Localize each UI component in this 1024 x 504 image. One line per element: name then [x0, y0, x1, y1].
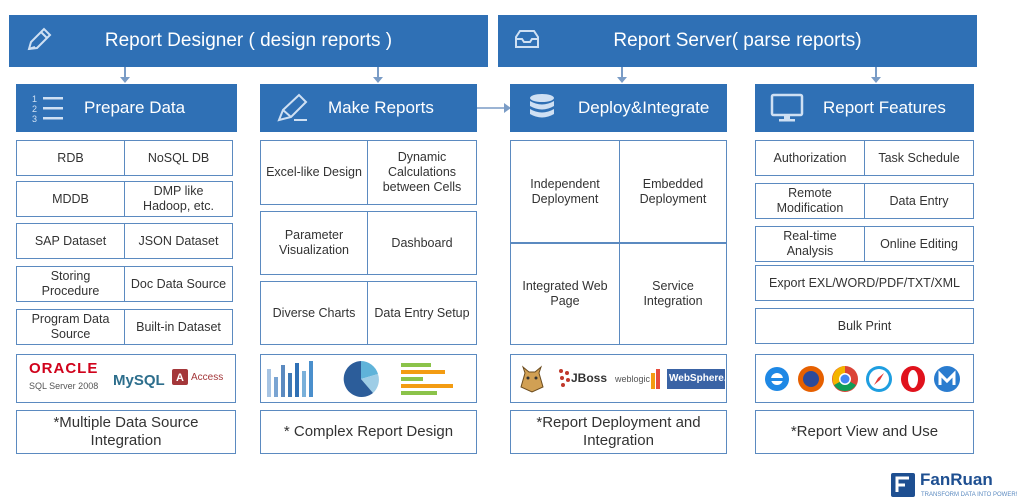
svg-text:1: 1 [32, 94, 37, 104]
cell-authorization: Authorization [755, 140, 865, 176]
cell-online-editing: Online Editing [864, 226, 974, 262]
cell-service-integration: Service Integration [619, 243, 727, 345]
database-icon [530, 94, 554, 118]
report-features-title: Report Features [823, 98, 946, 117]
data-source-logos: ORACLE SQL Server 2008 MySQL A Access [16, 354, 236, 403]
caption-complex-report-design: * Complex Report Design [260, 410, 477, 454]
cell-data-entry-setup: Data Entry Setup [367, 281, 477, 345]
websphere-badge [667, 369, 725, 389]
jboss-logo: JBoss [571, 371, 608, 385]
sql-server-logo: SQL Server 2008 [29, 381, 99, 391]
arrow-make-to-deploy [475, 103, 511, 113]
cell-dmp-hadoop: DMP like Hadoop, etc. [124, 181, 233, 217]
cell-bulk-print: Bulk Print [755, 308, 974, 344]
app-server-logos: JBoss weblogic WebSphere. [510, 354, 727, 403]
cell-storing-procedure: Storing Procedure [16, 266, 125, 302]
svg-text:A: A [176, 372, 184, 384]
arrow-to-prepare [120, 67, 130, 83]
report-designer-banner: Report Designer ( design reports ) [9, 15, 488, 67]
safari-icon [866, 366, 892, 392]
cell-json-dataset: JSON Dataset [124, 223, 233, 259]
browser-logos [755, 354, 974, 403]
websphere-logo: WebSphere. [669, 373, 727, 384]
inbox-tray-icon [515, 30, 539, 48]
report-designer-title: Report Designer ( design reports ) [104, 30, 393, 51]
brand-name: FanRuan [920, 470, 993, 489]
arrow-to-features [871, 67, 881, 83]
chrome-icon [832, 366, 858, 392]
arrow-to-make [373, 67, 383, 83]
opera-icon [901, 366, 925, 392]
jboss-dots-icon [559, 369, 570, 387]
cell-export-formats: Export EXL/WORD/PDF/TXT/XML [755, 265, 974, 301]
cell-diverse-charts: Diverse Charts [260, 281, 368, 345]
cell-task-schedule: Task Schedule [864, 140, 974, 176]
cell-integrated-web-page: Integrated Web Page [510, 243, 620, 345]
deploy-integrate-header: Deploy&Integrate [510, 84, 727, 132]
cell-built-in-dataset: Built-in Dataset [124, 309, 233, 345]
weblogic-bars-icon [651, 369, 660, 389]
cell-embedded-deployment: Embedded Deployment [619, 140, 727, 243]
access-icon: A [172, 369, 188, 385]
firefox-icon [798, 366, 824, 392]
cell-excel-like-design: Excel-like Design [260, 140, 368, 205]
cell-remote-modification: Remote Modification [755, 183, 865, 219]
monitor-icon [770, 93, 804, 122]
cell-parameter-visualization: Parameter Visualization [260, 211, 368, 275]
make-reports-header: Make Reports [260, 84, 477, 132]
cell-sap-dataset: SAP Dataset [16, 223, 125, 259]
access-logo: Access [191, 372, 224, 383]
numbered-list-icon: 1 2 3 [32, 94, 63, 124]
maxthon-icon [934, 366, 960, 392]
prepare-data-title: Prepare Data [84, 98, 186, 117]
cell-program-data-source: Program Data Source [16, 309, 125, 345]
tomcat-icon [520, 365, 544, 393]
cell-mddb: MDDB [16, 181, 125, 217]
cell-dynamic-calculations: Dynamic Calculations between Cells [367, 140, 477, 205]
brand-tagline: TRANSFORM DATA INTO POWER! [921, 492, 1018, 498]
svg-text:3: 3 [32, 114, 37, 124]
cell-doc-data-source: Doc Data Source [124, 266, 233, 302]
make-reports-title: Make Reports [328, 98, 434, 117]
cell-nosql-db: NoSQL DB [124, 140, 233, 176]
cell-independent-deployment: Independent Deployment [510, 140, 620, 243]
cell-data-entry: Data Entry [864, 183, 974, 219]
report-features-header: Report Features [755, 84, 974, 132]
report-server-banner: Report Server( parse reports) [498, 15, 977, 67]
weblogic-logo: weblogic [615, 374, 651, 384]
mysql-logo: MySQL [113, 372, 165, 389]
prepare-data-header: 1 2 3 Prepare Data [16, 84, 237, 132]
cell-rdb: RDB [16, 140, 125, 176]
oracle-logo: ORACLE [29, 360, 99, 377]
deploy-integrate-title: Deploy&Integrate [578, 98, 710, 117]
fanruan-logo-icon [891, 473, 915, 497]
cell-real-time-analysis: Real-time Analysis [755, 226, 865, 262]
caption-multiple-data-source: *Multiple Data Source Integration [16, 410, 236, 454]
chart-thumbnails [260, 354, 477, 403]
svg-text:2: 2 [32, 104, 37, 114]
pen-icon [277, 93, 308, 122]
report-server-title: Report Server( parse reports) [613, 30, 862, 51]
pencil-icon [27, 27, 52, 51]
chart-preview-icon [267, 361, 453, 397]
caption-report-deployment: *Report Deployment and Integration [510, 410, 727, 454]
cell-dashboard: Dashboard [367, 211, 477, 275]
caption-report-view-use: *Report View and Use [755, 410, 974, 454]
ie-icon [765, 367, 789, 391]
arrow-to-deploy [617, 67, 627, 83]
